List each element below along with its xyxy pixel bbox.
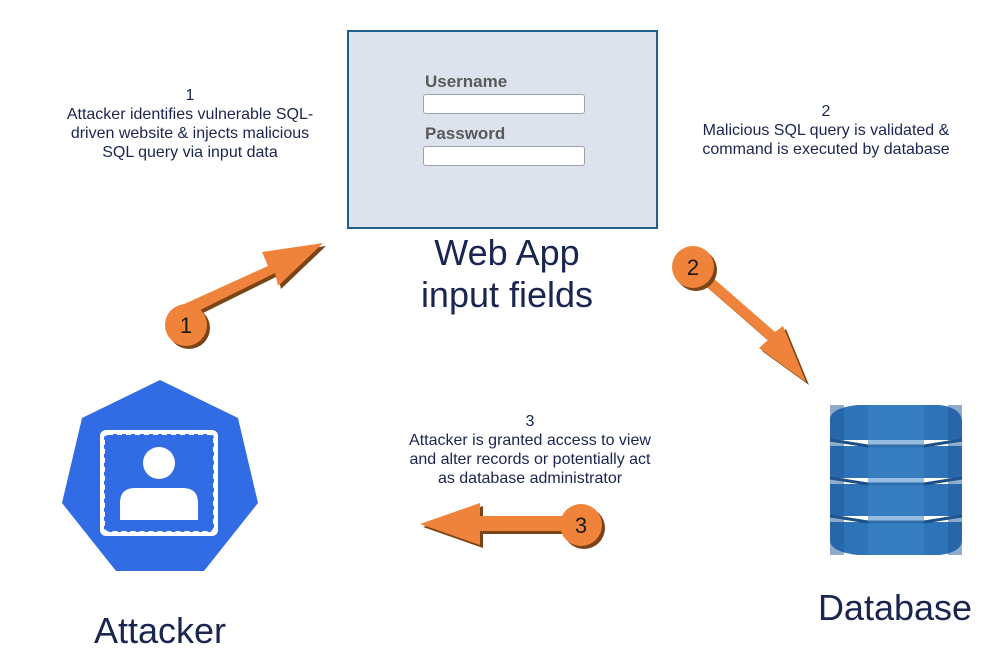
step-2-description: 2 Malicious SQL query is validated & com…	[676, 102, 976, 159]
username-label: Username	[425, 72, 508, 91]
badge-2: 2	[672, 246, 717, 291]
attacker-label: Attacker	[93, 610, 227, 651]
badge-3-number: 3	[575, 513, 587, 538]
user-heptagon-icon	[62, 380, 258, 571]
step-3-number: 3	[525, 413, 535, 430]
database-stack-icon	[829, 405, 963, 555]
database-label: Database	[817, 587, 973, 628]
badge-1-number: 1	[180, 313, 192, 338]
badge-3: 3	[560, 504, 605, 549]
password-field[interactable]	[423, 146, 585, 166]
step-3-description: 3 Attacker is granted access to view and…	[380, 412, 680, 488]
step-3-line-2: and alter records or potentially act	[409, 451, 651, 468]
step-2-number: 2	[821, 103, 831, 120]
step-2-line-2: command is executed by database	[702, 141, 950, 158]
username-field[interactable]	[423, 94, 585, 114]
badge-1: 1	[165, 304, 210, 349]
webapp-title-line-1: Web App	[434, 232, 580, 273]
webapp-login-form: Username Password	[347, 30, 658, 229]
step-1-line-3: SQL query via input data	[102, 144, 278, 161]
badge-2-number: 2	[687, 255, 699, 280]
step-1-number: 1	[185, 87, 195, 104]
arrow-3	[420, 503, 580, 545]
step-2-line-1: Malicious SQL query is validated &	[702, 122, 950, 139]
arrow-2	[698, 271, 806, 382]
arrow-1	[182, 243, 323, 315]
password-label: Password	[425, 124, 506, 143]
webapp-title: Web App input fields	[367, 232, 647, 316]
step-1-line-1: Attacker identifies vulnerable SQL-	[66, 106, 314, 123]
step-1-description: 1 Attacker identifies vulnerable SQL- dr…	[40, 86, 340, 162]
step-1-line-2: driven website & injects malicious	[70, 125, 310, 142]
step-3-line-1: Attacker is granted access to view	[409, 432, 651, 449]
step-3-line-3: as database administrator	[437, 470, 623, 487]
webapp-title-line-2: input fields	[420, 274, 594, 315]
